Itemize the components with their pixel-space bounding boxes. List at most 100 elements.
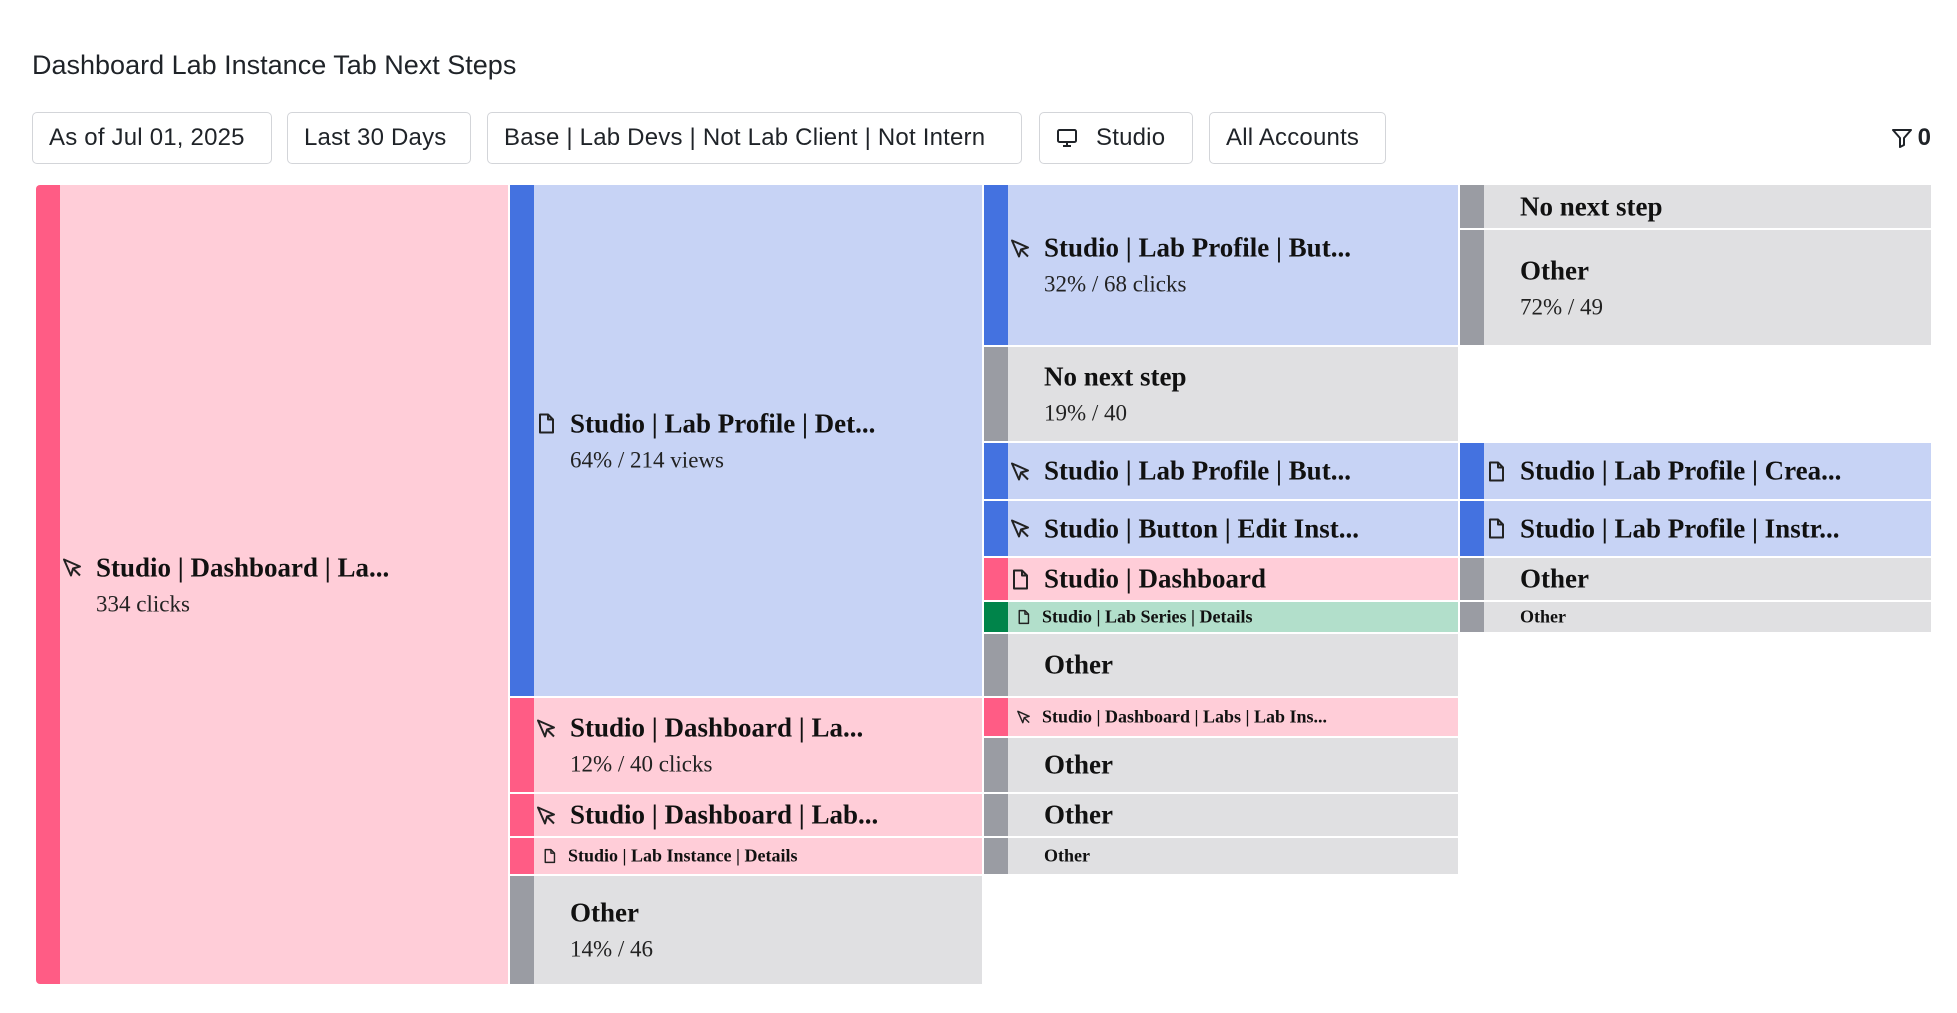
node-content: Studio | Dashboard | Labs | Lab Ins... [1015, 707, 1327, 728]
node-color-bar [510, 838, 534, 874]
node-color-bar [984, 602, 1008, 632]
node-title-row: Other [1044, 800, 1113, 831]
filter-count-button[interactable]: 0 [1890, 124, 1931, 152]
n-l1-other[interactable]: Other 14% / 46 [510, 876, 982, 984]
n-l2-but2[interactable]: Studio | Lab Profile | But... [984, 443, 1458, 499]
page-icon [1489, 518, 1504, 539]
n-l2-labsins[interactable]: Studio | Dashboard | Labs | Lab Ins... [984, 698, 1458, 736]
filter-icon [1891, 129, 1912, 148]
node-label: Studio | Button | Edit Inst... [1044, 513, 1359, 543]
node-label: Other [1044, 799, 1113, 830]
page-icon [544, 848, 556, 864]
n-l2-edit[interactable]: Studio | Button | Edit Inst... [984, 501, 1458, 556]
node-label: Other [570, 897, 639, 928]
n-l2-series[interactable]: Studio | Lab Series | Details [984, 602, 1458, 632]
node-title-row: Studio | Dashboard | La... [60, 552, 389, 583]
date-filter-button[interactable]: As of Jul 01, 2025 [32, 112, 272, 164]
n-l2-other3[interactable]: Other [984, 794, 1458, 836]
node-stat: 32% / 68 clicks [1044, 271, 1187, 297]
node-content: Studio | Dashboard [1008, 564, 1266, 595]
node-title-row: Other [1044, 750, 1113, 781]
segment-filter-button[interactable]: Base | Lab Devs | Not Lab Client | Not I… [487, 112, 1022, 164]
cursor-icon [537, 719, 555, 737]
node-title-row: Studio | Lab Profile | But... [1008, 233, 1351, 264]
node-color-bar [984, 443, 1008, 499]
n-l2-other1[interactable]: Other [984, 634, 1458, 696]
node-body: Other [1484, 558, 1931, 600]
node-content: Studio | Lab Profile | Instr... [1484, 513, 1839, 544]
node-body: Studio | Dashboard [1008, 558, 1458, 600]
n-l1-profile[interactable]: Studio | Lab Profile | Det...64% / 214 v… [510, 185, 982, 696]
node-stat: 14% / 46 [570, 936, 654, 962]
node-content: Studio | Button | Edit Inst... [1008, 513, 1359, 544]
range-filter-button[interactable]: Last 30 Days [287, 112, 471, 164]
node-body: Studio | Lab Instance | Details [534, 838, 982, 874]
node-title-row: Studio | Dashboard | Lab... [534, 800, 878, 831]
node-title-row: Studio | Lab Profile | Crea... [1484, 456, 1841, 487]
node-label: Studio | Lab Profile | But... [1044, 232, 1351, 263]
node-body: No next step [1484, 185, 1931, 228]
platform-filter-button[interactable]: Studio [1039, 112, 1193, 164]
node-title-row: Studio | Lab Series | Details [1015, 607, 1252, 628]
n-l3-other2[interactable]: Other [1460, 558, 1931, 600]
node-content: Studio | Lab Profile | Det...64% / 214 v… [534, 408, 875, 473]
node-body: Studio | Lab Profile | Instr... [1484, 501, 1931, 556]
page-icon [1018, 609, 1030, 625]
node-body: Other [1008, 634, 1458, 696]
cursor-icon [1017, 710, 1030, 724]
node-body: Studio | Lab Series | Details [1008, 602, 1458, 632]
node-content: No next step [1520, 191, 1663, 222]
node-content: Studio | Dashboard | Lab... [534, 800, 878, 831]
n-l2-dashboard[interactable]: Studio | Dashboard [984, 558, 1458, 600]
node-title-row: Other [570, 898, 653, 929]
accounts-filter-button[interactable]: All Accounts [1209, 112, 1386, 164]
node-color-bar [984, 698, 1008, 736]
n-l1-instance[interactable]: Studio | Lab Instance | Details [510, 838, 982, 874]
node-stat: 64% / 214 views [570, 447, 724, 472]
n-l3-crea[interactable]: Studio | Lab Profile | Crea... [1460, 443, 1931, 499]
node-title-row: Studio | Lab Profile | But... [1008, 456, 1351, 487]
node-color-bar [984, 558, 1008, 600]
node-title-row: Studio | Lab Profile | Instr... [1484, 513, 1839, 544]
page-icon [1013, 569, 1028, 589]
node-title-row: Other [1044, 846, 1090, 867]
cursor-icon [1011, 519, 1029, 538]
node-content: Other 14% / 46 [570, 898, 653, 963]
node-body: Studio | Lab Profile | Det...64% / 214 v… [534, 185, 982, 696]
page-icon [1489, 461, 1504, 481]
node-label: Other [1520, 563, 1589, 594]
node-label: Studio | Lab Profile | Crea... [1520, 455, 1842, 486]
n-l3-instr[interactable]: Studio | Lab Profile | Instr... [1460, 501, 1931, 556]
n-l2-but1[interactable]: Studio | Lab Profile | But... 32% / 68 cl… [984, 185, 1458, 345]
page-icon [539, 413, 554, 434]
node-body: Other [1008, 838, 1458, 874]
cursor-icon [537, 806, 555, 824]
n-l3-other3[interactable]: Other [1460, 602, 1931, 632]
n-root[interactable]: Studio | Dashboard | La...334 clicks [36, 185, 508, 984]
node-label: Studio | Lab Profile | But... [1044, 455, 1351, 486]
node-body: Other 14% / 46 [534, 876, 982, 984]
n-l1-dash-lab[interactable]: Studio | Dashboard | Lab... [510, 794, 982, 836]
node-body: Studio | Lab Profile | Crea... [1484, 443, 1931, 499]
node-title-row: Other [1044, 650, 1113, 681]
node-label: Other [1044, 749, 1113, 780]
node-title-row: No next step [1044, 362, 1187, 393]
node-content: Studio | Dashboard | La...12% / 40 click… [534, 713, 863, 778]
node-title-row: Studio | Dashboard [1008, 564, 1266, 595]
node-title-row: Other [1520, 255, 1603, 286]
n-l1-dash-la[interactable]: Studio | Dashboard | La...12% / 40 click… [510, 698, 982, 792]
node-label: Studio | Lab Instance | Details [568, 845, 798, 866]
node-label: No next step [1520, 191, 1663, 221]
n-l2-other4[interactable]: Other [984, 838, 1458, 874]
n-l3-nonext[interactable]: No next step [1460, 185, 1931, 228]
node-stat: 12% / 40 clicks [570, 751, 713, 777]
node-color-bar [510, 185, 534, 696]
n-l2-other2[interactable]: Other [984, 738, 1458, 792]
cursor-icon [1011, 462, 1029, 480]
node-body: Studio | Lab Profile | But... [1008, 443, 1458, 499]
